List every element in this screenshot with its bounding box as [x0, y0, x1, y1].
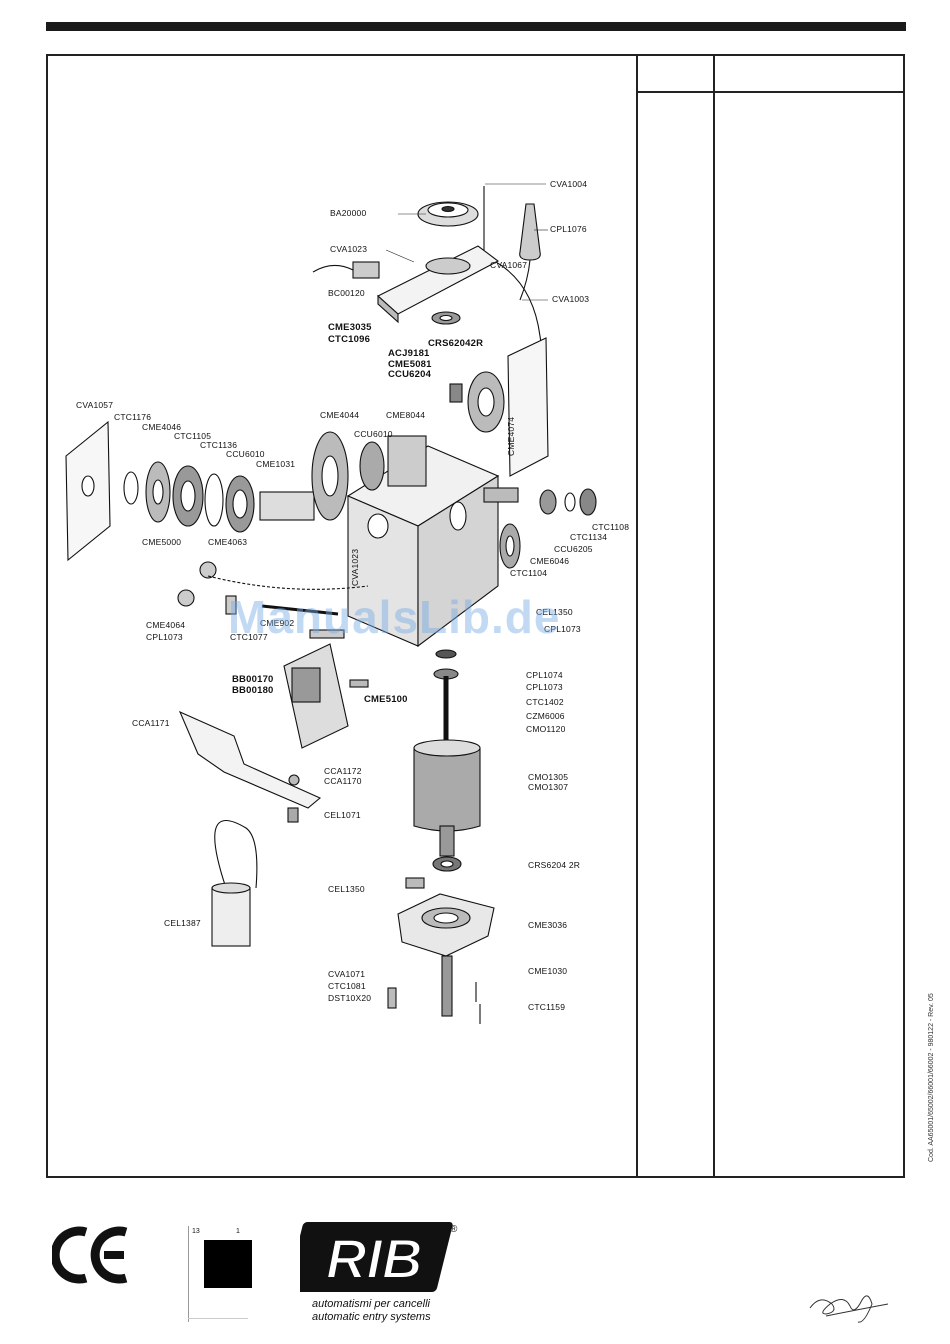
- part-label: CME1030: [528, 966, 567, 976]
- part-label: CME902: [260, 618, 294, 628]
- part-label: CCA1172: [324, 766, 362, 776]
- part-label: CME6046: [530, 556, 569, 566]
- column-divider-1: [636, 54, 638, 1178]
- part-label: CVA1023: [350, 549, 360, 586]
- tagline-italian: automatismi per cancelli: [312, 1298, 430, 1310]
- part-label: CPL1073: [146, 632, 183, 642]
- part-label: CPL1073: [526, 682, 563, 692]
- part-label: CRS6204 2R: [528, 860, 580, 870]
- ce-mark-logo: [52, 1226, 128, 1284]
- part-label: CTC1134: [570, 532, 607, 542]
- part-label: CTC1108: [592, 522, 629, 532]
- exploded-parts-diagram: CVA1004 BA20000 CPL1076 CVA1023 CVA1067 …: [65, 179, 629, 1024]
- rib-logo: RIB ®: [300, 1222, 458, 1292]
- part-label: CCA1171: [132, 718, 170, 728]
- part-label: CPL1076: [550, 224, 587, 234]
- part-label: CME4074: [506, 417, 516, 456]
- part-label: CME4044: [320, 410, 359, 420]
- part-label: CCU6010: [226, 449, 265, 459]
- part-label: ACJ9181: [388, 348, 430, 359]
- part-label: CPL1073: [544, 624, 581, 634]
- part-label: CEL1071: [324, 810, 361, 820]
- part-label: CTC1105: [174, 431, 211, 441]
- part-label: CME4064: [146, 620, 185, 630]
- part-label: CCA1170: [324, 776, 362, 786]
- watermark: ManualsLib.de: [228, 591, 561, 643]
- part-label: CCU6010: [354, 429, 393, 439]
- part-label: CZM6006: [526, 711, 565, 721]
- part-label: CTC1176: [114, 412, 151, 422]
- part-label: CTC1104: [510, 568, 547, 578]
- part-label: CTC1136: [200, 440, 237, 450]
- stamp-mark: 1: [236, 1228, 240, 1235]
- column-divider-2: [713, 54, 715, 1178]
- part-label: BB00180: [232, 685, 274, 696]
- part-label: CVA1067: [490, 260, 527, 270]
- part-label: BA20000: [330, 208, 366, 218]
- part-label: CME4046: [142, 422, 181, 432]
- part-label: CMO1120: [526, 724, 566, 734]
- part-label: CMO1305: [528, 772, 568, 782]
- part-label: CME5100: [364, 694, 408, 705]
- part-label: CVA1003: [552, 294, 589, 304]
- document-code: Cod. AA65001/65002/66001/66002 - 980122 …: [928, 993, 935, 1162]
- part-label: CVA1057: [76, 400, 113, 410]
- stamp-number: 13: [192, 1228, 200, 1235]
- part-label: CME5081: [388, 359, 432, 370]
- rib-logo-text: RIB: [326, 1227, 422, 1290]
- table-header-rule: [637, 91, 905, 93]
- quality-stamp: 13 1: [188, 1226, 272, 1322]
- part-label: CEL1350: [536, 607, 573, 617]
- part-label: CTC1096: [328, 334, 370, 345]
- part-label: CVA1004: [550, 179, 587, 189]
- part-label: DST10X20: [328, 993, 371, 1003]
- registered-mark: ®: [450, 1224, 458, 1235]
- part-label: CMO1307: [528, 782, 568, 792]
- part-label: CEL1387: [164, 918, 201, 928]
- part-label: CVA1071: [328, 969, 365, 979]
- tagline-english: automatic entry systems: [312, 1311, 431, 1323]
- parts-table-frame: [46, 54, 905, 1178]
- part-label: CME4063: [208, 537, 247, 547]
- part-label: CTC1081: [328, 981, 366, 991]
- part-label: CEL1350: [328, 884, 365, 894]
- part-label: CPL1074: [526, 670, 563, 680]
- part-label: BC00120: [328, 288, 365, 298]
- part-label: CME1031: [256, 459, 295, 469]
- part-label: CTC1077: [230, 632, 268, 642]
- part-label: CME3036: [528, 920, 567, 930]
- part-label: CTC1159: [528, 1002, 565, 1012]
- signature: [809, 1295, 889, 1323]
- part-label: CCU6205: [554, 544, 593, 554]
- part-label: CRS62042R: [428, 338, 483, 349]
- part-label: CTC1402: [526, 697, 564, 707]
- part-label: CCU6204: [388, 369, 432, 380]
- header-rule: [46, 22, 906, 31]
- part-label: CME5000: [142, 537, 181, 547]
- part-label: BB00170: [232, 674, 274, 685]
- part-label: CME3035: [328, 322, 372, 333]
- part-label: CVA1023: [330, 244, 367, 254]
- part-label: CME8044: [386, 410, 425, 420]
